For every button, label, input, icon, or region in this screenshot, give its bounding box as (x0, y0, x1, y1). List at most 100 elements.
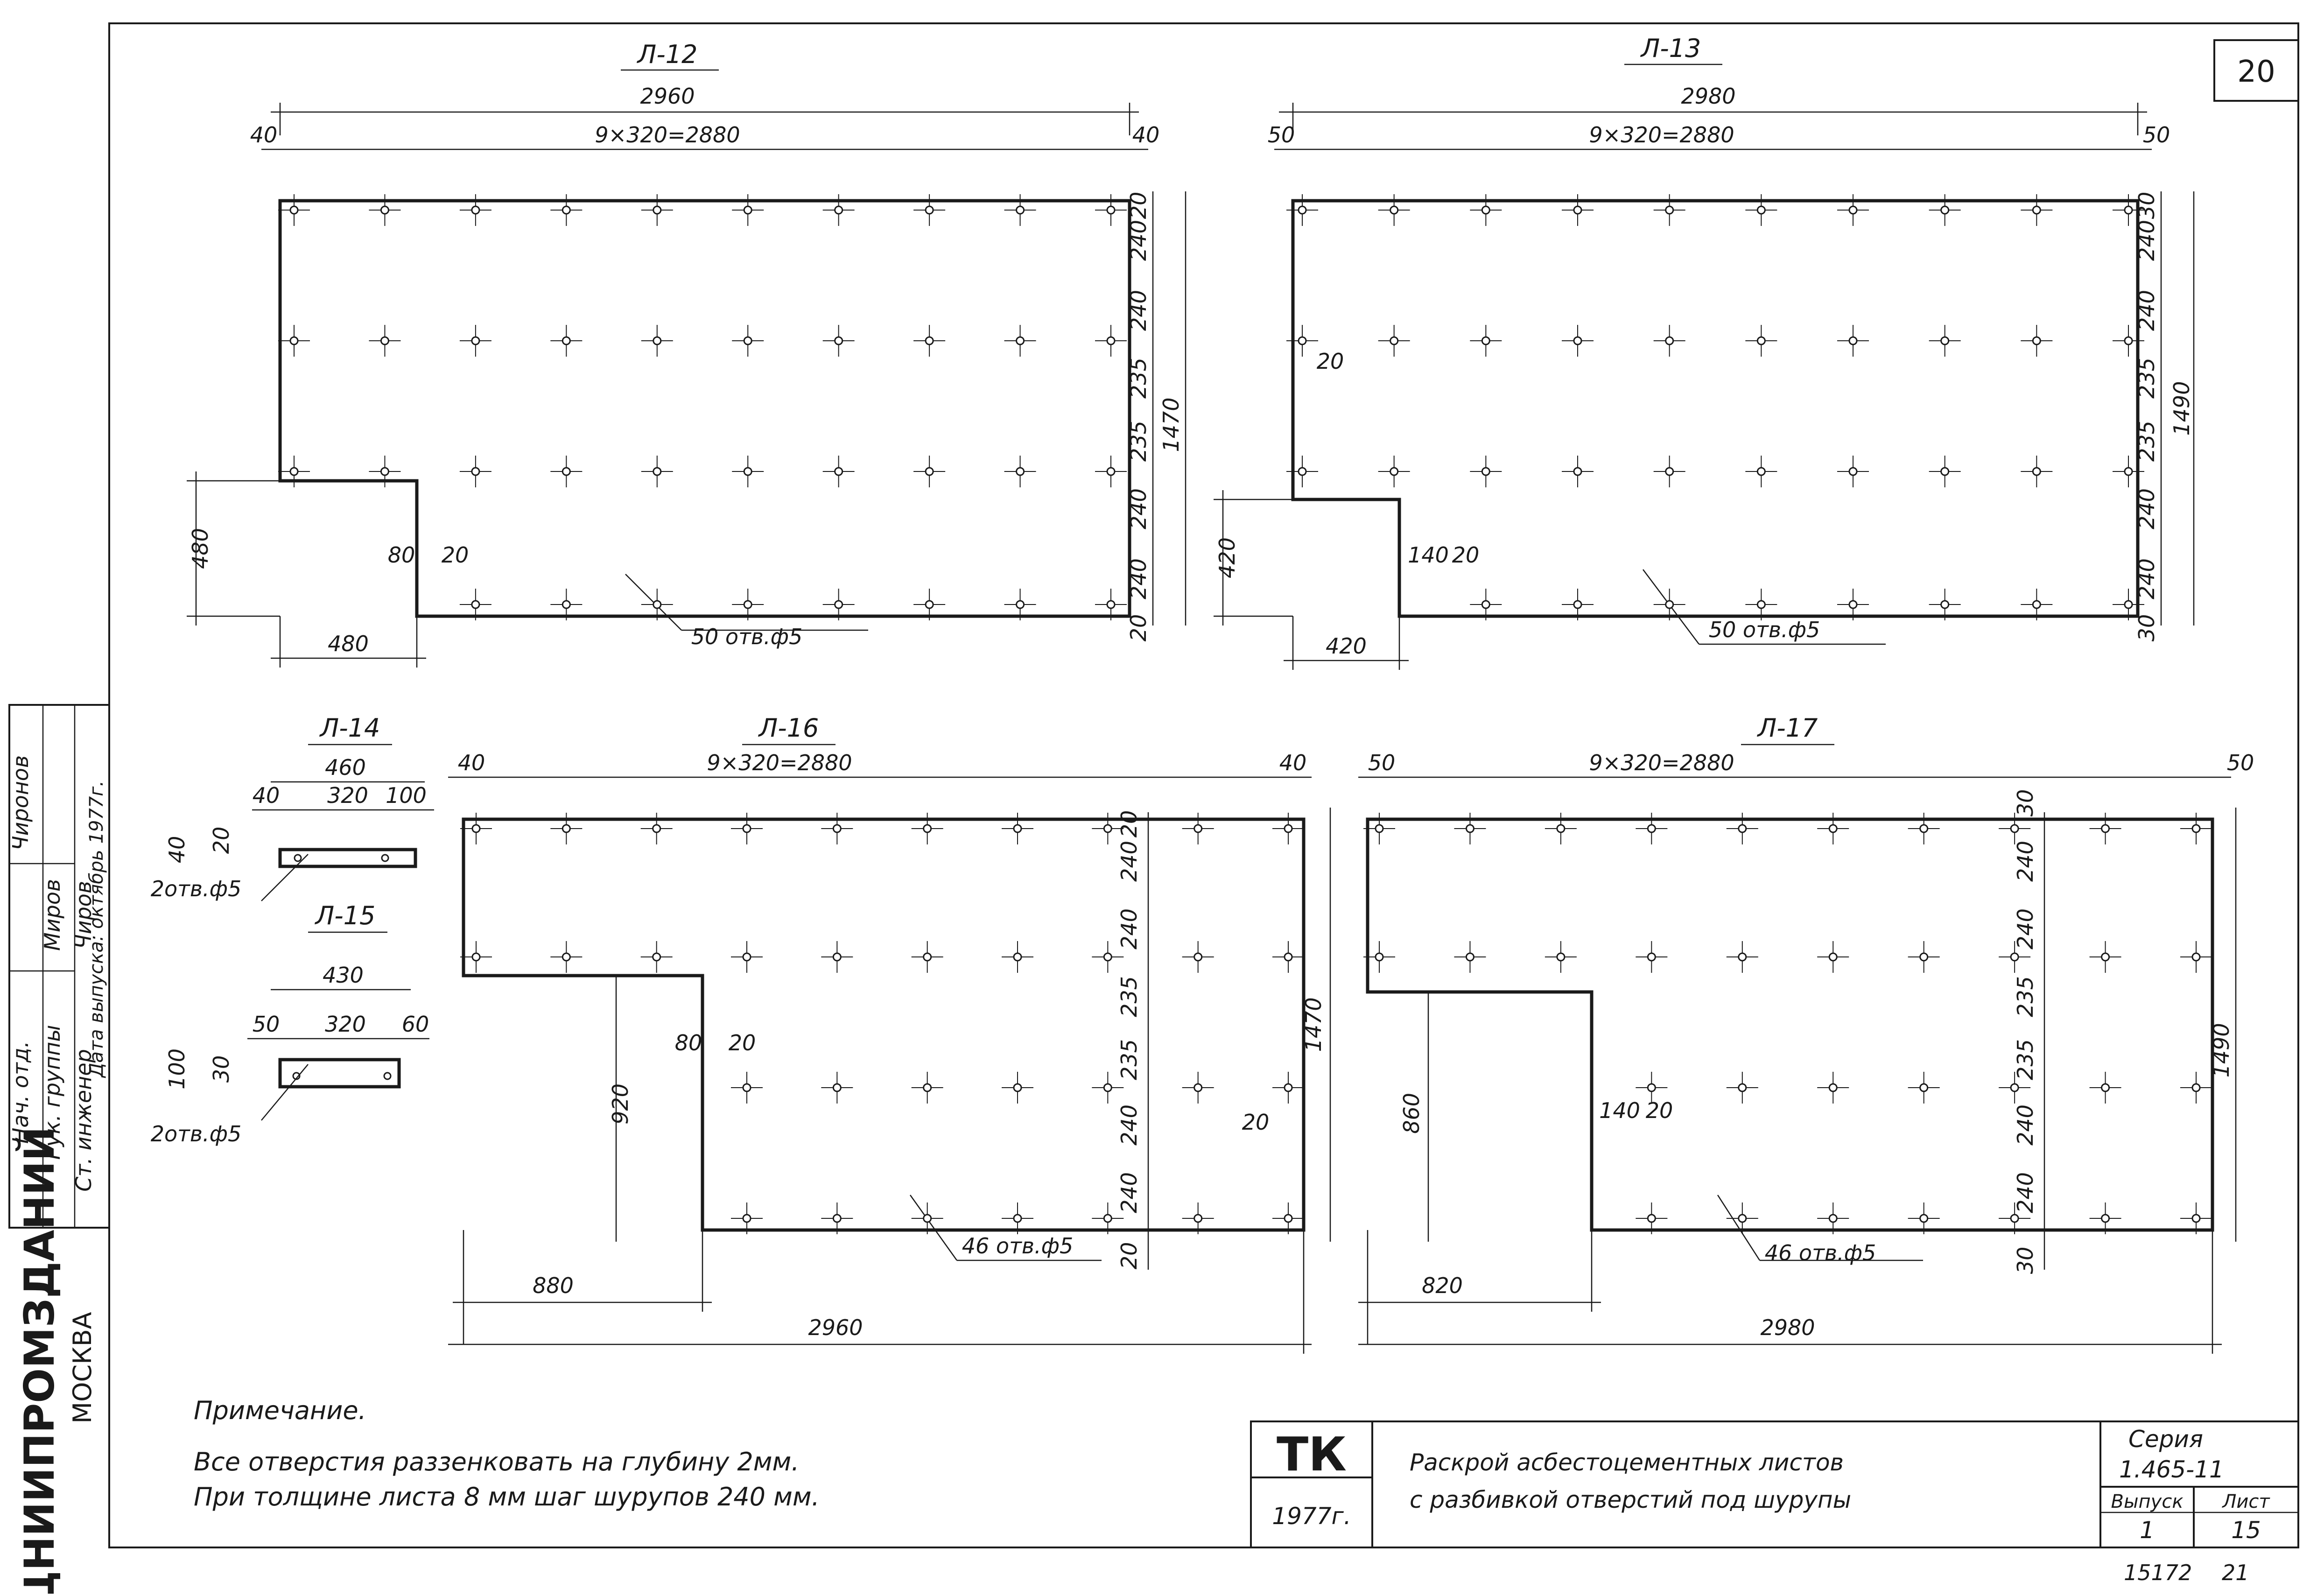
panel-l12-holes: 50 отв.ф5 (691, 624, 802, 649)
screw-hole (1284, 1083, 1293, 1092)
sheet-number: 20 (2237, 55, 2275, 89)
svg-text:30: 30 (2134, 614, 2159, 642)
stamp-name-1: Миров (40, 879, 65, 951)
svg-text:240: 240 (1116, 841, 1142, 882)
screw-hole (1647, 1083, 1656, 1092)
screw-hole (1390, 336, 1399, 345)
screw-hole (742, 1214, 751, 1223)
strip-l15-h: 100 (164, 1048, 190, 1090)
panel-l13-total-width: 2980 (1681, 84, 1735, 109)
notes-line-1: Все отверстия раззенковать на глубину 2м… (194, 1447, 799, 1476)
screw-hole (1194, 952, 1203, 962)
strip-l14-mid: 320 (327, 783, 368, 808)
stamp-name-2: Чиров (71, 881, 96, 949)
panel-l16-small-b: 20 (729, 1030, 756, 1055)
panel-l13-holes-group (1286, 194, 2144, 620)
svg-text:235: 235 (1116, 1039, 1142, 1080)
screw-hole (743, 467, 752, 476)
screw-hole (1481, 600, 1490, 609)
title-line-2: с разбивкой отверстий под шурупы (1410, 1486, 1851, 1513)
screw-hole (1940, 205, 1950, 215)
screw-hole (2124, 467, 2133, 476)
screw-hole (1647, 1214, 1656, 1223)
screw-hole (652, 952, 661, 962)
screw-hole (1103, 824, 1112, 833)
screw-hole (1940, 600, 1950, 609)
panel-l12-label: Л-12 (637, 40, 698, 69)
screw-hole (380, 205, 389, 215)
screw-hole (1013, 824, 1022, 833)
screw-hole (1756, 600, 1766, 609)
strip-l14-outline (278, 848, 417, 868)
panel-l13-span: 9×320=2880 (1589, 122, 1734, 148)
footer-number-left: 15172 (2124, 1560, 2192, 1585)
panel-l12-small-a: 80 (388, 542, 415, 568)
strip-l14-h2: 20 (209, 827, 234, 854)
svg-text:240: 240 (2134, 558, 2159, 599)
stamp-org: ЦНИИПРОМЗДАНИЙ (15, 1126, 63, 1594)
panel-l13-small-a: 140 (1408, 542, 1449, 568)
screw-hole (2191, 824, 2201, 833)
panel-l12-holes-group (278, 194, 1127, 620)
screw-hole (2124, 205, 2133, 215)
screw-hole (1481, 205, 1490, 215)
screw-hole (1665, 205, 1674, 215)
screw-hole (1665, 600, 1674, 609)
screw-hole (1919, 952, 1929, 962)
screw-hole (1481, 336, 1490, 345)
panel-l16-span: 9×320=2880 (707, 750, 852, 775)
panel-l16-outline (462, 817, 1306, 1232)
screw-hole (1106, 205, 1116, 215)
stamp-top-cut: Нач. отд. (8, 1041, 33, 1144)
svg-text:20: 20 (1126, 614, 1151, 642)
svg-text:30: 30 (2134, 192, 2159, 219)
svg-text:235: 235 (2134, 358, 2159, 399)
strip-l14-right: 100 (386, 783, 427, 808)
strip-l14-left: 40 (253, 783, 280, 808)
screw-hole (2010, 824, 2019, 833)
screw-hole (834, 467, 843, 476)
panel-l12-total-width: 2960 (640, 84, 695, 109)
screw-hole (923, 1214, 932, 1223)
screw-hole (1573, 467, 1582, 476)
strip-l15-right: 60 (402, 1012, 429, 1037)
screw-hole (1665, 336, 1674, 345)
stamp-name-3: Чиронов (8, 755, 33, 851)
panel-l13-edge-right: 50 (2143, 122, 2170, 148)
screw-hole (653, 600, 662, 609)
screw-hole (832, 824, 842, 833)
screw-hole (1016, 600, 1025, 609)
panel-l17: Л-17 9×320=2880 50 50 1490 30 240 240 23… (1358, 713, 2254, 1354)
screw-hole (923, 824, 932, 833)
screw-hole (1013, 1214, 1022, 1223)
svg-text:235: 235 (1126, 421, 1151, 462)
sheet-number-box (2213, 39, 2299, 102)
issue-label: Выпуск (2111, 1491, 2184, 1512)
screw-hole (832, 1214, 842, 1223)
panel-l13-cut-w: 420 (1326, 633, 1367, 659)
panel-l12: Л-12 2960 9×320=2880 40 40 1470 20 240 2… (187, 40, 1187, 668)
screw-hole (1298, 205, 1307, 215)
screw-hole (471, 467, 480, 476)
svg-text:240: 240 (1126, 220, 1151, 261)
footer-number-right: 21 (2222, 1560, 2249, 1585)
panel-l17-small-b: 20 (1646, 1098, 1673, 1123)
panel-l16: Л-16 9×320=2880 40 40 1470 20 240 240 23… (448, 713, 1331, 1354)
screw-hole (1919, 1083, 1929, 1092)
svg-text:240: 240 (1126, 290, 1151, 331)
screw-hole (562, 600, 571, 609)
panel-l12-small-b: 20 (442, 542, 469, 568)
screw-hole (1848, 205, 1858, 215)
panel-l16-row-dims: 20 240 240 235 235 240 240 20 (1116, 810, 1142, 1270)
panel-l17-total-width: 2980 (1760, 1315, 1815, 1340)
screw-hole (834, 336, 843, 345)
strip-l15-h2: 30 (209, 1055, 234, 1083)
issue-value: 1 (2140, 1517, 2155, 1544)
panel-l17-cut-w: 820 (1422, 1273, 1463, 1298)
notes-line-2: При толщине листа 8 мм шаг шурупов 240 м… (194, 1482, 820, 1512)
panel-l16-edge-right: 40 (1279, 750, 1307, 775)
series-label: Серия (2128, 1426, 2203, 1453)
screw-hole (1665, 467, 1674, 476)
svg-text:235: 235 (2013, 1039, 2038, 1080)
screw-hole (834, 600, 843, 609)
